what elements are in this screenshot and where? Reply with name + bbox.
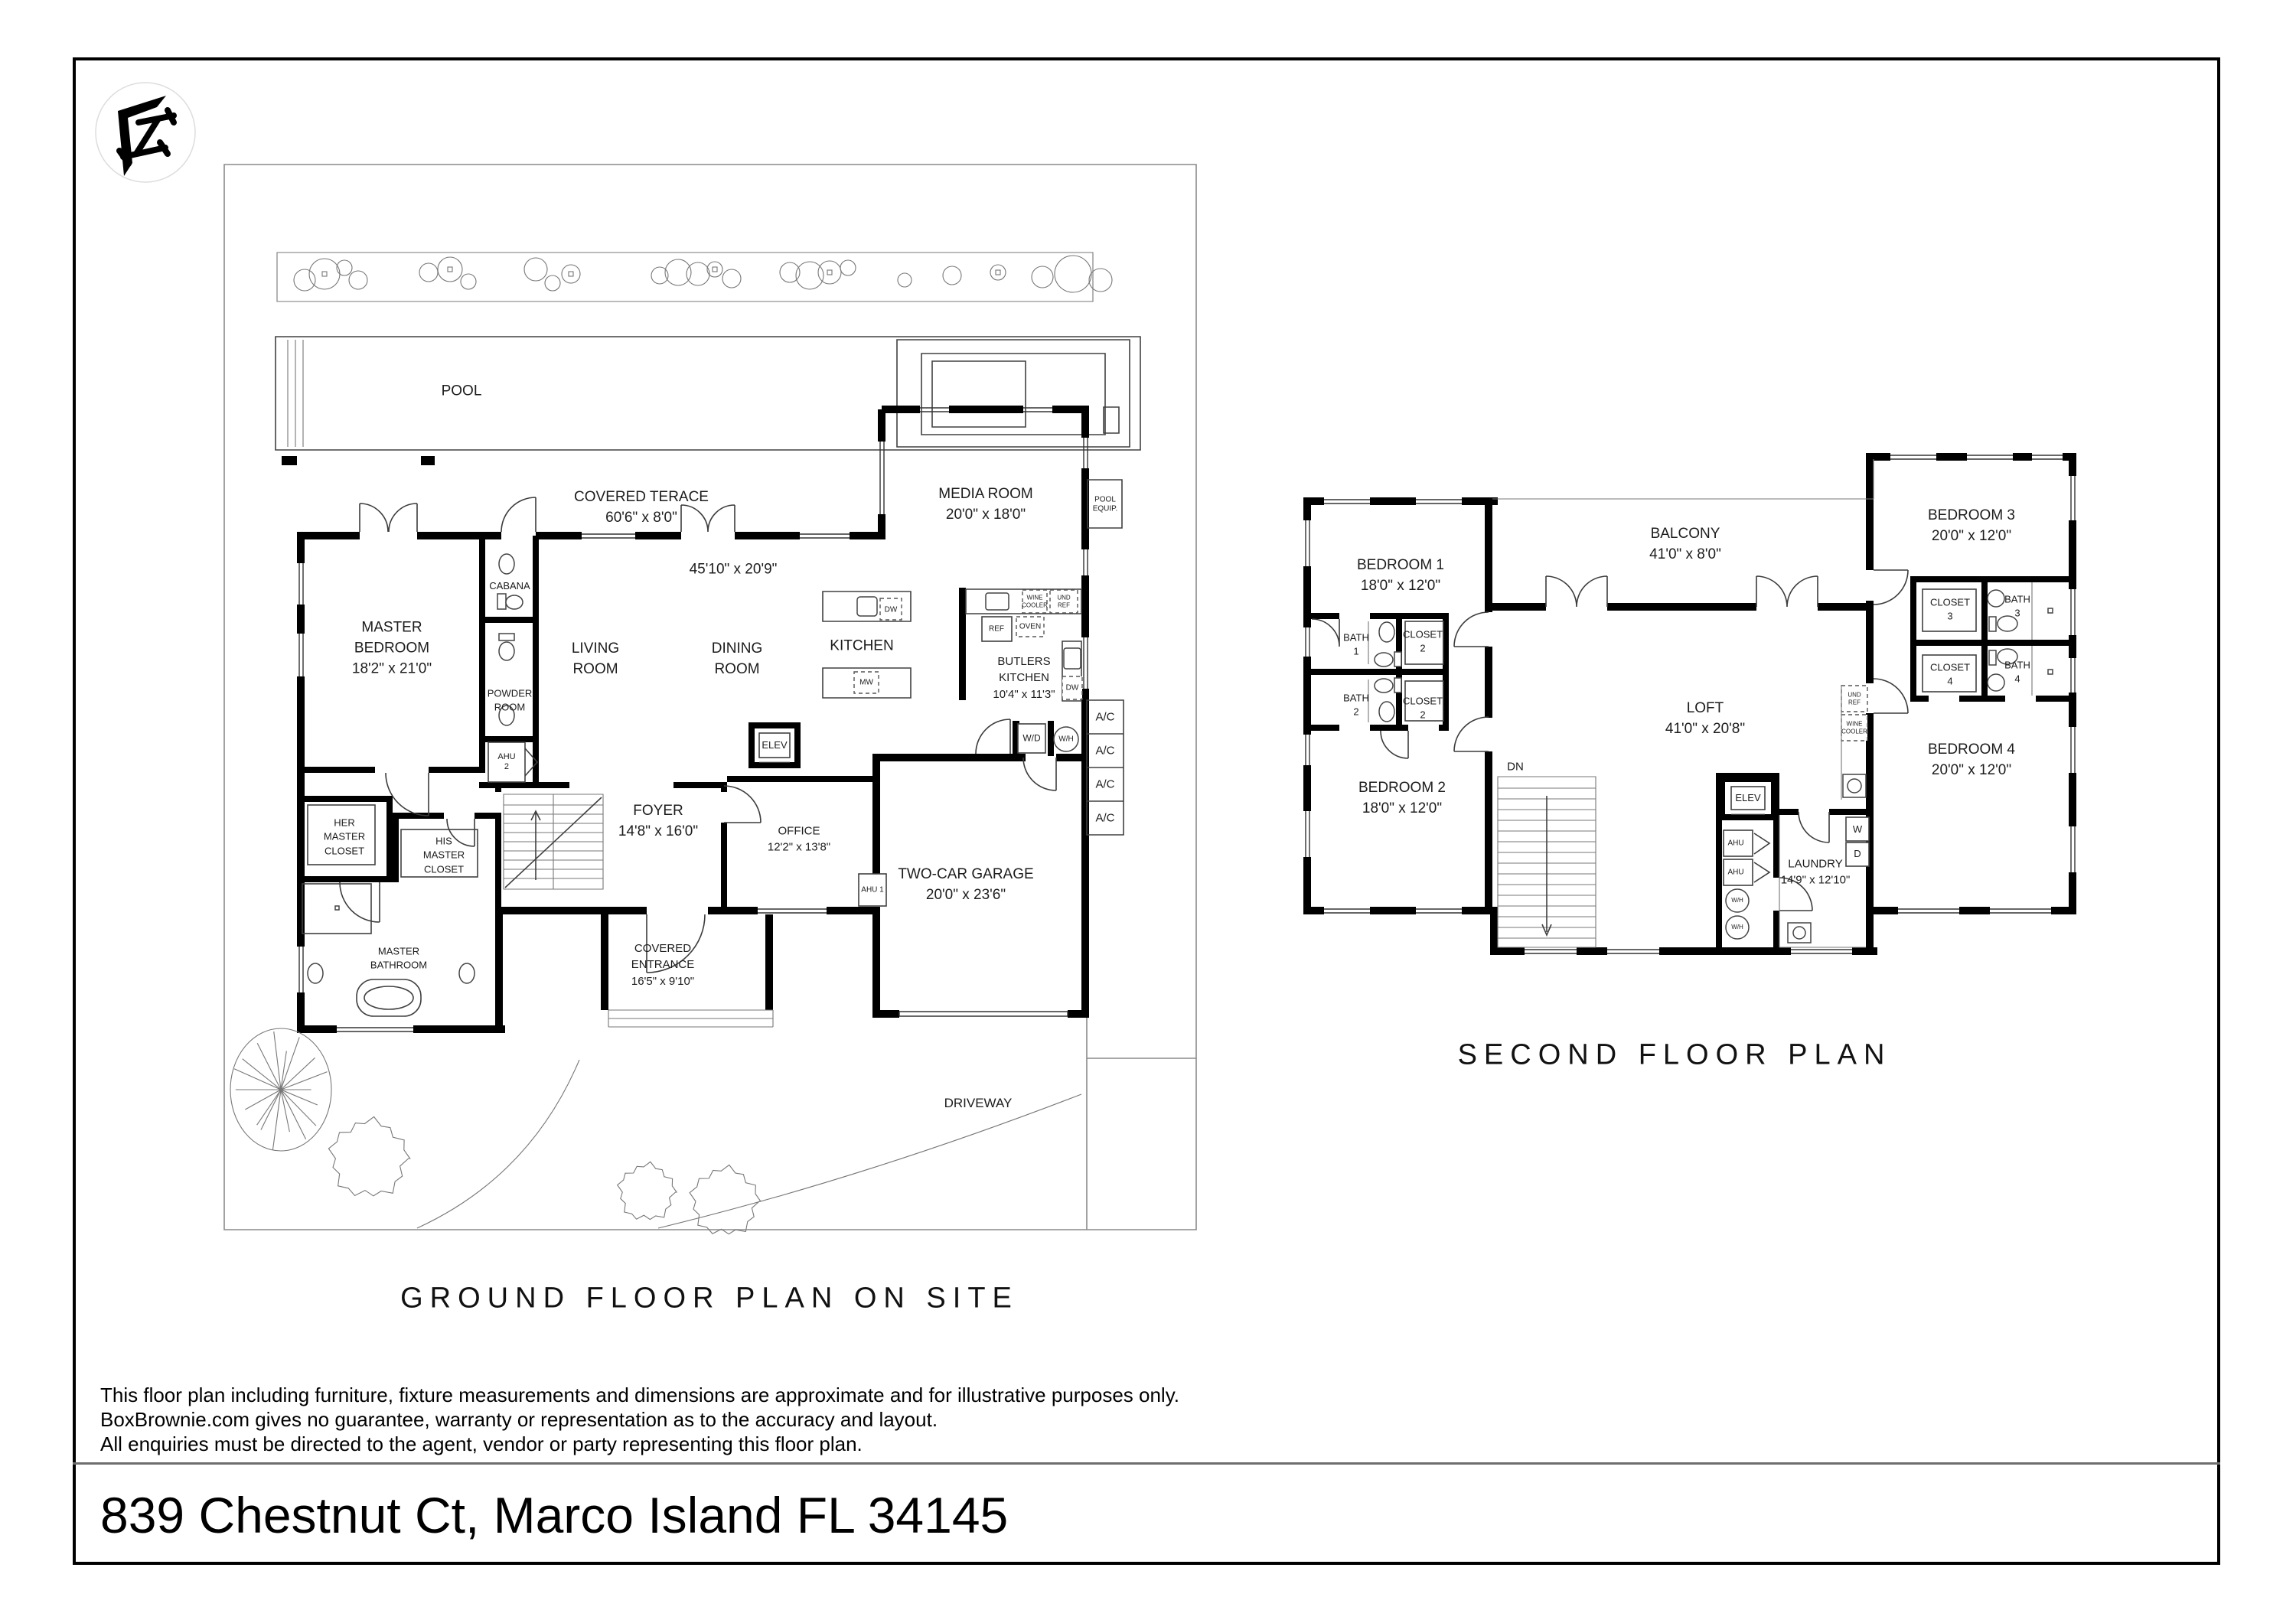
- label-master-bedroom: MASTER BEDROOM 18'2" x 21'0": [351, 619, 432, 677]
- second-floor-plan-drawing: [1303, 453, 2076, 955]
- second-elevator-mech: [1719, 776, 1777, 940]
- label-cabana: CABANA: [489, 579, 530, 592]
- label-her-master-closet: HER MASTER CLOSET: [323, 816, 366, 857]
- label-dw-island: DW: [884, 605, 898, 614]
- label-covered-entrance: COVERED ENTRANCE 16'5" x 9'10": [631, 942, 695, 988]
- terrace-wall-stubs: [282, 456, 435, 465]
- pool: [275, 336, 1141, 451]
- address-divider-line: [73, 1462, 2220, 1465]
- label-ahu-a: AHU: [1727, 839, 1744, 848]
- foyer-stairs: [503, 794, 604, 890]
- label-dw-butlers: DW: [1065, 683, 1079, 693]
- label-under-ref-g: UND REF: [1057, 594, 1071, 608]
- label-bedroom2: BEDROOM 2 18'0" x 12'0": [1358, 780, 1446, 816]
- label-balcony: BALCONY 41'0" x 8'0": [1649, 526, 1721, 562]
- label-washer: W: [1852, 823, 1863, 835]
- label-bath1: BATH 1: [1343, 631, 1369, 657]
- label-wh-a: W/H: [1731, 897, 1743, 904]
- planting-strip: [276, 252, 1113, 302]
- label-covered-terrace: COVERED TERACE 60'6" x 8'0": [574, 489, 709, 526]
- label-bedroom3: BEDROOM 3 20'0" x 12'0": [1927, 507, 2016, 544]
- entrance-steps: [608, 1009, 774, 1028]
- ground-doors: [339, 497, 1057, 973]
- second-doors: [1311, 569, 1909, 911]
- label-ahu-b: AHU: [1727, 868, 1744, 877]
- label-wh-b: W/H: [1731, 924, 1743, 931]
- label-bath3: BATH 3: [2004, 593, 2030, 619]
- label-dryer: D: [1854, 847, 1861, 859]
- label-laundry: LAUNDRY 14'9" x 12'10": [1780, 857, 1851, 887]
- label-wine-cooler-g: WINE COOLER: [1022, 594, 1048, 608]
- label-butlers-kitchen: BUTLERS KITCHEN 10'4" x 11'3": [993, 655, 1055, 701]
- label-ahu1: AHU 1: [861, 885, 884, 895]
- loft-wet-bar: [1841, 685, 1868, 800]
- label-bedroom1: BEDROOM 1 18'0" x 12'0": [1356, 557, 1445, 594]
- label-pool-equipment: POOL EQUIP.: [1092, 495, 1118, 513]
- service-boxes: [488, 479, 1124, 907]
- label-under-ref-2: UND REF: [1848, 691, 1861, 706]
- second-walls: [1303, 453, 2076, 955]
- label-bedroom4: BEDROOM 4 20'0" x 12'0": [1927, 741, 2016, 778]
- label-bath4: BATH 4: [2004, 659, 2030, 685]
- label-media-room: MEDIA ROOM 20'0" x 18'0": [938, 486, 1033, 523]
- second-bath-fixtures: [1368, 582, 2053, 722]
- label-ac2: A/C: [1095, 744, 1115, 758]
- label-his-master-closet: HIS MASTER CLOSET: [422, 835, 465, 875]
- master-suite-fixtures: [302, 553, 523, 1017]
- label-elevator-ground: ELEV: [762, 738, 788, 751]
- kitchen-fixtures: [822, 588, 1083, 754]
- label-pool: POOL: [441, 383, 482, 399]
- label-ac4: A/C: [1095, 811, 1115, 825]
- label-down: DN: [1507, 760, 1524, 774]
- label-driveway: DRIVEWAY: [944, 1095, 1013, 1110]
- label-closet2a: CLOSET 2: [1402, 628, 1443, 654]
- label-living-room: LIVING ROOM: [571, 640, 620, 677]
- tree-hatched: [230, 1028, 332, 1152]
- label-ref: REF: [989, 624, 1004, 634]
- label-powder-room: POWDER ROOM: [487, 687, 533, 713]
- site-boundary: [223, 164, 1197, 1230]
- label-loft: LOFT 41'0" x 20'8": [1665, 700, 1746, 737]
- shrubs: [328, 1116, 762, 1235]
- label-closet3: CLOSET 3: [1929, 596, 1971, 622]
- label-office: OFFICE 12'2" x 13'8": [767, 824, 831, 854]
- page-border-frame: [73, 57, 2220, 1565]
- label-foyer: FOYER 14'8" x 16'0": [618, 803, 699, 839]
- label-closet2b: CLOSET 2: [1402, 695, 1443, 721]
- label-ahu2: AHU 2: [497, 751, 516, 771]
- label-ac3: A/C: [1095, 777, 1115, 791]
- label-garage: TWO-CAR GARAGE 20'0" x 23'6": [898, 866, 1034, 903]
- laundry-fixtures: [1779, 815, 1870, 948]
- label-master-bathroom: MASTER BATHROOM: [370, 945, 428, 971]
- label-oven: OVEN: [1019, 622, 1042, 631]
- disclaimer-line-3: All enquiries must be directed to the ag…: [100, 1432, 863, 1455]
- second-windows: [1305, 455, 2076, 954]
- logo-monogram-icon: [95, 82, 196, 183]
- disclaimer-line-2: BoxBrownie.com gives no guarantee, warra…: [100, 1408, 938, 1431]
- balcony-rail: [1492, 459, 1874, 500]
- spa: [896, 339, 1130, 448]
- label-bath2: BATH 2: [1343, 692, 1369, 718]
- ground-windows: [298, 407, 1088, 1032]
- disclaimer-line-1: This floor plan including furniture, fix…: [100, 1383, 1180, 1406]
- label-ac1: A/C: [1095, 710, 1115, 724]
- label-water-heater-g: W/H: [1058, 735, 1074, 744]
- label-closet4: CLOSET 4: [1929, 661, 1971, 687]
- label-kitchen: KITCHEN: [830, 637, 894, 654]
- label-mw: MW: [859, 678, 873, 687]
- ground-floor-plan-drawing: [223, 164, 1197, 1235]
- label-washer-dryer: W/D: [1022, 732, 1041, 744]
- label-wine-cooler-2: WINE COOLER: [1841, 720, 1867, 735]
- label-elevator-second: ELEV: [1735, 791, 1761, 803]
- property-address: 839 Chestnut Ct, Marco Island FL 34145: [100, 1487, 1009, 1543]
- ground-floor-title: GROUND FLOOR PLAN ON SITE: [400, 1282, 1019, 1315]
- label-great-room-dims: 45'10" x 20'9": [689, 561, 778, 578]
- second-stairs: [1497, 776, 1596, 948]
- label-dining-room: DINING ROOM: [711, 640, 763, 677]
- second-floor-title: SECOND FLOOR PLAN: [1457, 1038, 1892, 1071]
